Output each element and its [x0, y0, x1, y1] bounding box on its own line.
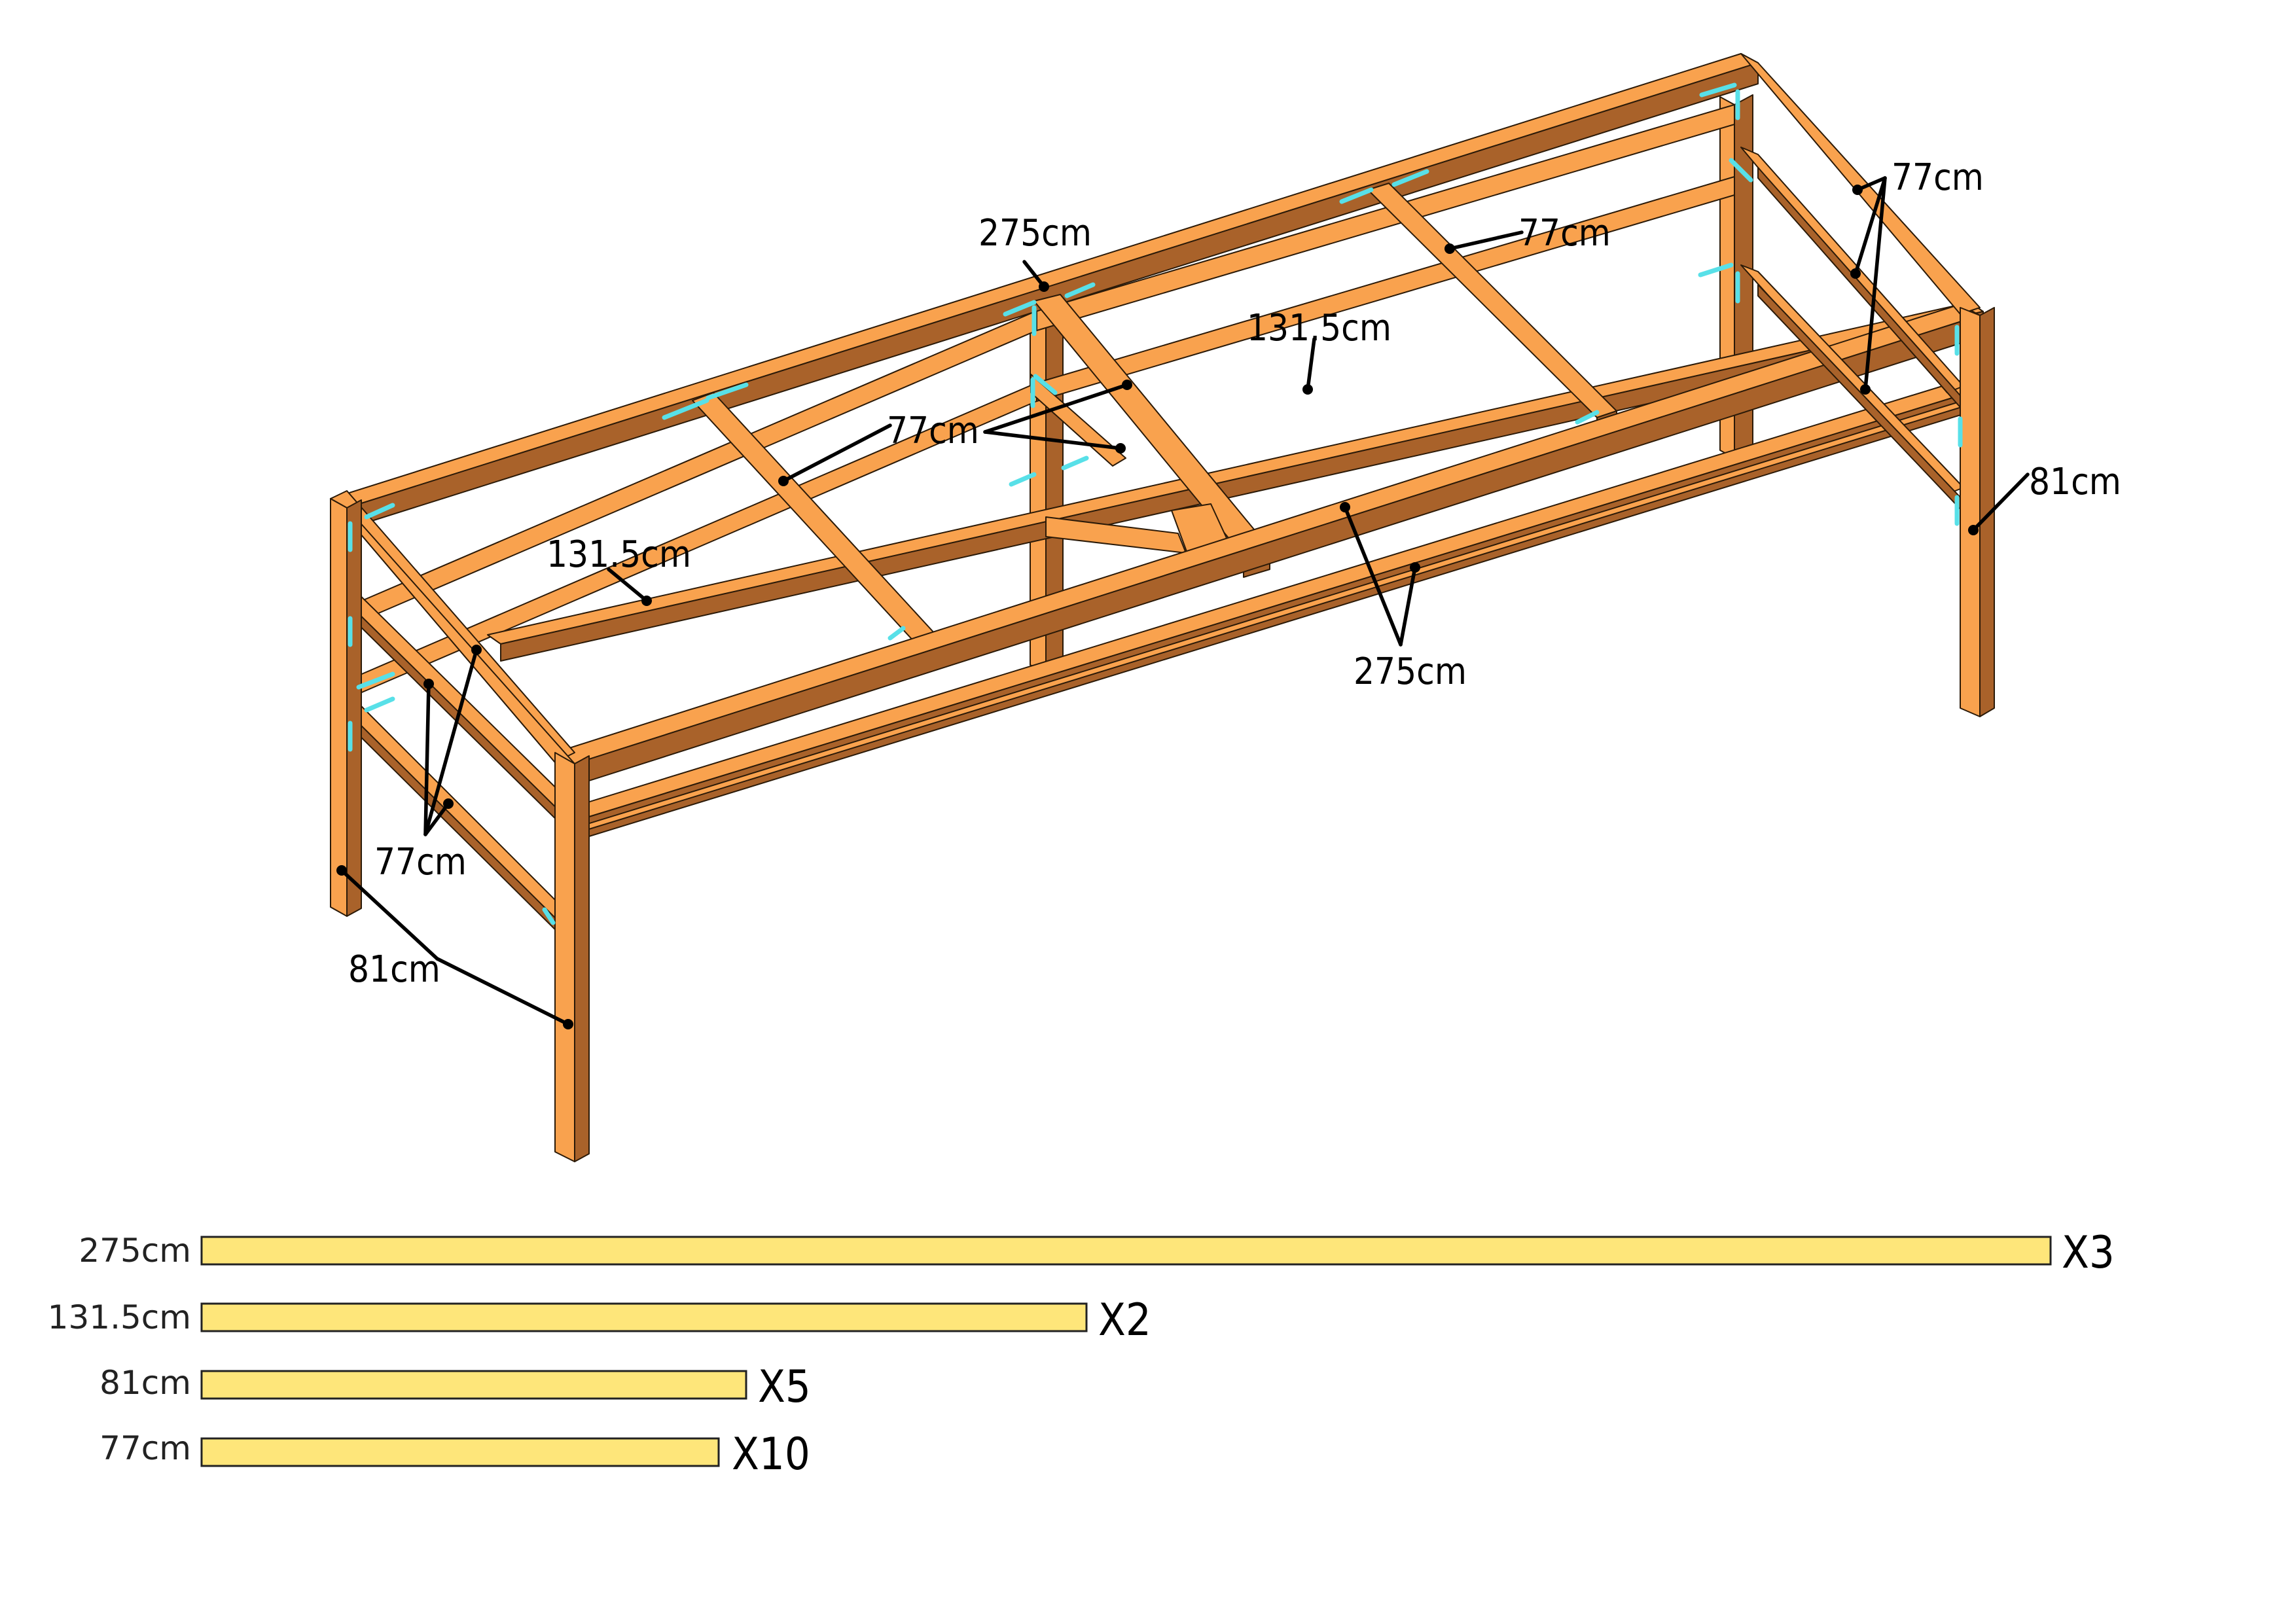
dimension-labels: 275cm 77cm 131.5cm 77cm 131.5cm 275cm 77… — [348, 156, 2121, 991]
right-end-rails — [1740, 53, 1981, 513]
bracket — [1064, 282, 1096, 298]
bracket — [1033, 374, 1058, 395]
bracket — [364, 503, 395, 520]
wooden-frame — [330, 53, 1995, 1162]
cut-bar — [200, 1236, 2052, 1266]
cut-length-label: 81cm — [99, 1364, 191, 1402]
label-left-legs: 81cm — [348, 948, 440, 991]
dimension-leaders — [336, 176, 2030, 1029]
cut-bar — [200, 1302, 1088, 1332]
bracket — [542, 907, 556, 925]
bracket — [1699, 82, 1737, 98]
cut-length-label: 131.5cm — [48, 1298, 191, 1336]
left-back-leg — [330, 498, 362, 917]
cut-quantity: X10 — [732, 1429, 810, 1480]
cut-quantity: X5 — [758, 1361, 811, 1413]
back-rails — [358, 104, 1735, 694]
front-right-leg — [1960, 307, 1995, 717]
label-top-right-crossbar: 77cm — [1518, 212, 1611, 255]
cut-list-row: 81cm X5 — [99, 1361, 811, 1413]
cut-quantity: X2 — [1098, 1294, 1151, 1346]
label-right-leg: 81cm — [2029, 461, 2121, 503]
label-bottom-rails: 275cm — [1354, 651, 1467, 693]
bracket — [1003, 300, 1037, 317]
cut-length-label: 77cm — [99, 1429, 191, 1467]
bracket — [1339, 187, 1374, 204]
bracket — [1061, 455, 1089, 471]
label-back-rail-left: 131.5cm — [547, 533, 691, 576]
bracket — [1391, 169, 1429, 187]
label-right-end-rails: 77cm — [1892, 156, 1984, 199]
bracket — [662, 398, 709, 420]
bracket — [1729, 158, 1753, 183]
label-top-rail-front: 275cm — [978, 212, 1092, 255]
cut-quantity: X3 — [2062, 1227, 2115, 1279]
cut-list: 275cm X3 131.5cm X2 81cm X5 77cm X10 — [48, 1227, 2115, 1480]
bracket — [356, 671, 395, 690]
left-end-rails — [330, 490, 575, 950]
bracket — [364, 696, 395, 713]
bracket — [1575, 410, 1600, 425]
label-back-rail-right: 131.5cm — [1247, 307, 1391, 349]
bracket — [1698, 262, 1734, 277]
front-left-leg — [554, 752, 590, 1162]
cut-bar — [200, 1370, 747, 1400]
bracket — [888, 626, 906, 641]
bracket — [1009, 472, 1037, 487]
cut-bar — [200, 1437, 720, 1467]
bracket — [706, 382, 749, 401]
cut-list-row: 131.5cm X2 — [48, 1294, 1151, 1346]
cut-list-row: 275cm X3 — [79, 1227, 2114, 1279]
label-middle-supports: 77cm — [887, 410, 979, 452]
cut-list-row: 77cm X10 — [99, 1429, 810, 1480]
cut-length-label: 275cm — [79, 1232, 191, 1270]
label-left-end-rails: 77cm — [374, 841, 467, 883]
corner-brackets — [348, 82, 1963, 925]
